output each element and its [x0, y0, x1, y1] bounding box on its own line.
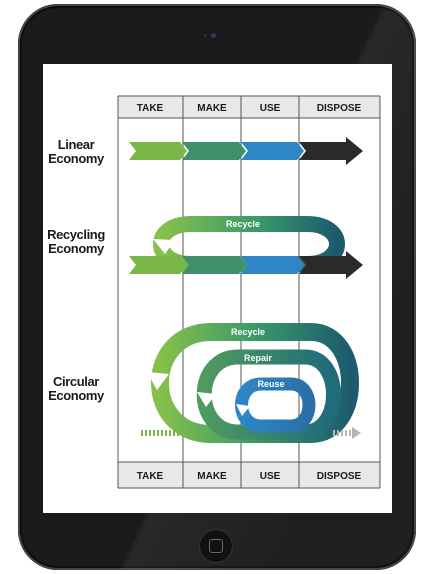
column-footer-dispose: DISPOSE: [317, 471, 362, 482]
recycling-make-segment: [182, 256, 246, 274]
circular-recycle-label: Recycle: [231, 327, 265, 337]
circular-reuse-arrowhead: [236, 404, 250, 416]
screen: TAKE MAKE USE DISPOSE TAKE MAKE USE DISP…: [43, 64, 392, 513]
home-button-icon: [209, 539, 223, 553]
circular-repair-arrowhead: [197, 392, 216, 407]
circular-output-dots: [333, 427, 361, 439]
linear-use-segment: [241, 142, 304, 160]
circular-flow: Recycle Repair Reuse: [141, 323, 361, 443]
row-label-linear-line2: Economy: [48, 151, 105, 166]
linear-dispose-arrow: [299, 137, 363, 165]
bottom-header-band: [118, 462, 380, 488]
linear-take-segment: [129, 142, 187, 160]
circular-recycle-arrowhead: [147, 372, 169, 390]
circular-repair-loop: [196, 349, 341, 440]
circular-output-arrowhead: [352, 427, 361, 439]
recycling-take-segment: [129, 256, 187, 274]
economy-diagram: TAKE MAKE USE DISPOSE TAKE MAKE USE DISP…: [47, 95, 381, 489]
row-label-recycling-line1: Recycling: [47, 227, 105, 242]
circular-repair-label: Repair: [244, 353, 273, 363]
column-footer-take: TAKE: [137, 471, 164, 482]
linear-flow: [129, 137, 363, 165]
circular-reuse-label: Reuse: [257, 379, 284, 389]
recycling-loop-label: Recycle: [226, 219, 260, 229]
row-label-linear-line1: Linear: [58, 137, 95, 152]
recycling-use-segment: [241, 256, 304, 274]
column-footer-use: USE: [260, 471, 281, 482]
home-button[interactable]: [200, 530, 232, 562]
recycling-flow: Recycle: [129, 216, 363, 279]
column-header-use: USE: [260, 103, 281, 114]
sensor-dot: [204, 34, 207, 37]
row-label-circular-line2: Economy: [48, 388, 105, 403]
recycling-loop-arrowhead: [153, 239, 175, 254]
column-footer-make: MAKE: [197, 471, 227, 482]
column-header-make: MAKE: [197, 103, 227, 114]
row-label-recycling-line2: Economy: [48, 241, 105, 256]
recycling-dispose-arrow: [299, 251, 363, 279]
column-header-dispose: DISPOSE: [317, 103, 362, 114]
column-header-take: TAKE: [137, 103, 164, 114]
row-label-circular-line1: Circular: [53, 374, 99, 389]
linear-make-segment: [182, 142, 246, 160]
circular-input-dots: [141, 430, 179, 436]
front-camera: [211, 33, 216, 38]
circular-reuse-loop: [235, 377, 316, 433]
